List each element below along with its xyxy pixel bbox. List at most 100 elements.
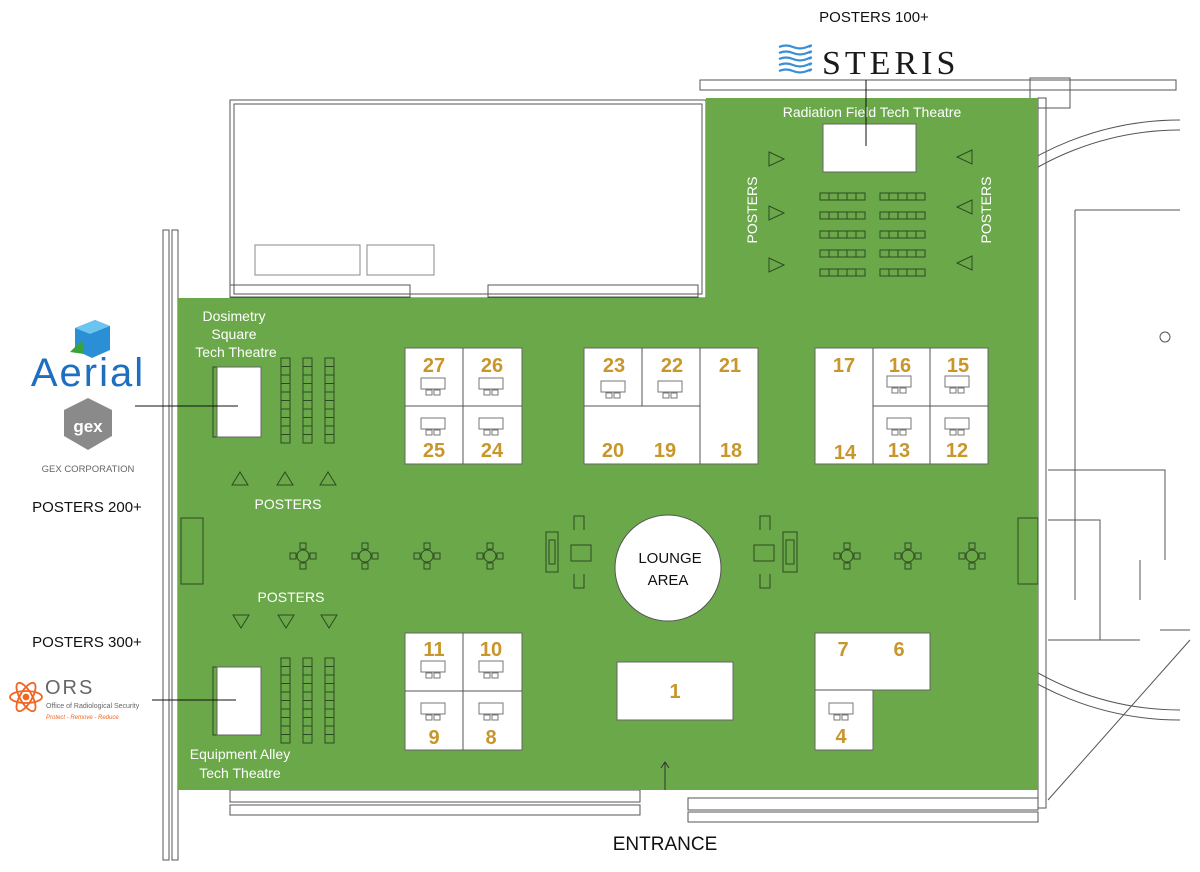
chair xyxy=(853,552,861,560)
booth-23[interactable]: 23 xyxy=(603,355,625,377)
round-table xyxy=(901,549,915,563)
booth-6[interactable]: 6 xyxy=(893,639,904,661)
round-table xyxy=(296,549,310,563)
seat xyxy=(855,249,866,258)
booth-13[interactable]: 13 xyxy=(888,440,910,462)
lounge-area xyxy=(614,514,722,622)
seat xyxy=(855,211,866,220)
chair xyxy=(476,552,484,560)
booth-chair xyxy=(957,387,965,394)
booth-table xyxy=(944,417,970,430)
booth-20[interactable]: 20 xyxy=(602,440,624,462)
booth-27[interactable]: 27 xyxy=(423,355,445,377)
booth-21[interactable]: 21 xyxy=(719,355,741,377)
booth-1[interactable]: 1 xyxy=(669,681,680,703)
entrance-label: ENTRANCE xyxy=(613,834,718,855)
radiation-theatre-seating xyxy=(819,192,926,277)
seat xyxy=(280,434,291,444)
chair xyxy=(351,552,359,560)
entrance-arrow-icon xyxy=(660,761,670,790)
posters-100-label: POSTERS 100+ xyxy=(819,9,929,26)
booth-chair xyxy=(425,389,433,396)
booth-chair xyxy=(483,429,491,436)
booth-22[interactable]: 22 xyxy=(661,355,683,377)
radiation-theatre-label: Radiation Field Tech Theatre xyxy=(783,104,962,120)
booth-chair xyxy=(433,672,441,679)
ors-tagline: Protect - Remove - Reduce xyxy=(46,715,119,721)
steris-logo[interactable]: STERIS xyxy=(778,44,959,82)
round-table xyxy=(420,549,434,563)
seat xyxy=(915,230,926,239)
booth-chair xyxy=(491,714,499,721)
round-table xyxy=(965,549,979,563)
booth-table xyxy=(478,702,504,715)
booth-16[interactable]: 16 xyxy=(889,355,911,377)
booth-table xyxy=(420,660,446,673)
booth-12[interactable]: 12 xyxy=(946,440,968,462)
booth-4[interactable]: 4 xyxy=(835,726,847,748)
lounge-label-2: AREA xyxy=(648,572,689,589)
chair xyxy=(833,552,841,560)
chair xyxy=(968,562,976,570)
seat xyxy=(302,434,313,444)
gex-logo[interactable]: gex GEX CORPORATION xyxy=(42,398,135,475)
booth-8[interactable]: 8 xyxy=(485,727,496,749)
booth-table xyxy=(600,380,626,393)
booth-9[interactable]: 9 xyxy=(428,727,439,749)
seat xyxy=(855,268,866,277)
posters-label-radiation-left: POSTERS xyxy=(744,177,760,244)
ors-full-name: Office of Radiological Security xyxy=(46,703,140,710)
booth-chair xyxy=(891,429,899,436)
booth-18[interactable]: 18 xyxy=(720,440,742,462)
booth-19[interactable]: 19 xyxy=(654,440,676,462)
booth-chair xyxy=(891,387,899,394)
booth-chair xyxy=(425,714,433,721)
dosimetry-theatre-label-2: Square xyxy=(211,326,256,342)
gex-mark: gex xyxy=(73,417,103,436)
equipment-theatre-label-2: Tech Theatre xyxy=(199,765,281,781)
booth-table xyxy=(478,377,504,390)
booth-chair xyxy=(949,429,957,436)
seat xyxy=(855,192,866,201)
booth-chair xyxy=(433,714,441,721)
chair xyxy=(843,562,851,570)
booth-chair xyxy=(841,714,849,721)
booth-block-12-17 xyxy=(814,347,989,465)
seat xyxy=(324,734,335,744)
booth-table xyxy=(420,702,446,715)
booth-25[interactable]: 25 xyxy=(423,440,445,462)
booth-chair xyxy=(833,714,841,721)
round-table xyxy=(483,549,497,563)
booth-tables xyxy=(420,375,970,721)
ors-atom-icon xyxy=(9,681,43,713)
booth-table xyxy=(886,375,912,388)
gex-cube-icon xyxy=(64,398,112,450)
booth-24[interactable]: 24 xyxy=(481,440,504,462)
lounge-furniture xyxy=(545,515,798,589)
booth-chair xyxy=(662,392,670,399)
aerial-logo[interactable]: Aerial xyxy=(31,320,145,395)
chair xyxy=(361,542,369,550)
seat xyxy=(915,268,926,277)
posters-triangles-300 xyxy=(232,614,338,629)
booth-table xyxy=(420,417,446,430)
building-walls xyxy=(162,77,1191,861)
booth-17[interactable]: 17 xyxy=(833,355,855,377)
chair xyxy=(433,552,441,560)
equipment-theatre-screen xyxy=(216,666,262,736)
gex-name: GEX CORPORATION xyxy=(42,464,135,475)
booth-7[interactable]: 7 xyxy=(837,639,848,661)
booth-block-18-23 xyxy=(583,347,759,465)
booth-table xyxy=(828,702,854,715)
booth-14[interactable]: 14 xyxy=(834,442,857,464)
booth-10[interactable]: 10 xyxy=(480,639,502,661)
chair xyxy=(486,562,494,570)
booth-26[interactable]: 26 xyxy=(481,355,503,377)
booth-15[interactable]: 15 xyxy=(947,355,969,377)
booth-11[interactable]: 11 xyxy=(423,639,444,661)
ors-logo[interactable]: ORS Office of Radiological Security Prot… xyxy=(9,677,140,721)
chair xyxy=(423,562,431,570)
booth-chair xyxy=(483,714,491,721)
booth-block-8-11 xyxy=(404,632,523,751)
